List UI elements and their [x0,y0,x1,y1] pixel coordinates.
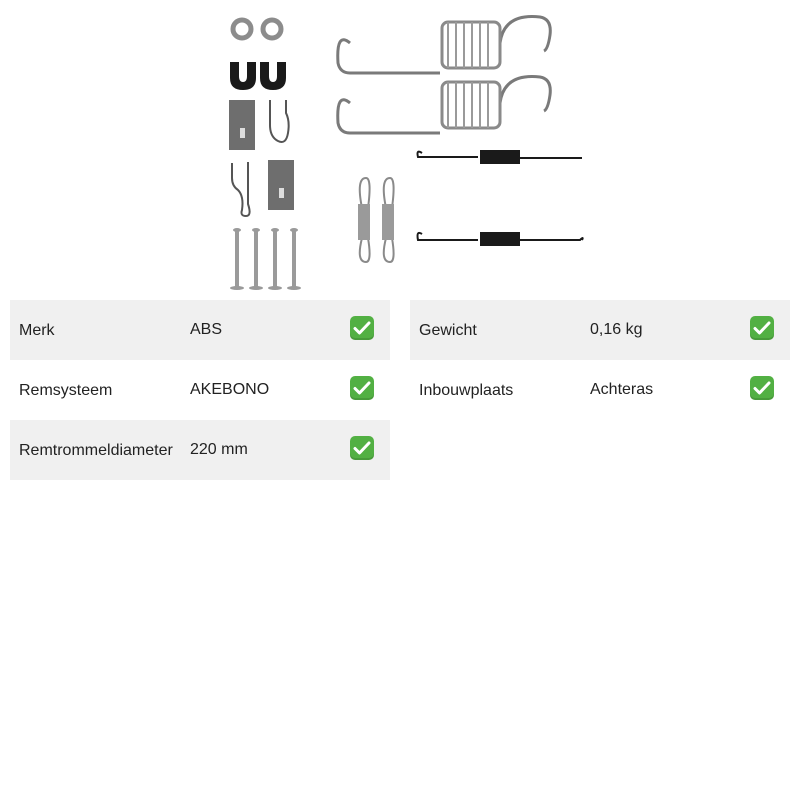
product-image [220,8,600,296]
spec-table-right: Gewicht 0,16 kg Inbouwplaats Achteras [410,300,790,420]
spec-label: Merk [19,322,55,339]
spec-row-gewicht: Gewicht 0,16 kg [410,300,790,360]
spec-value: 220 mm [190,441,248,458]
check-mark-icon [750,376,774,400]
spec-row-remtrommeldiameter: Remtrommeldiameter 220 mm [10,420,390,480]
check-mark-icon [350,436,374,460]
spec-label: Gewicht [419,322,477,339]
spec-row-merk: Merk ABS [10,300,390,360]
spec-table-left: Merk ABS Remsysteem AKEBONO Remtrommeldi… [10,300,390,480]
spec-label: Inbouwplaats [419,382,514,399]
spec-label: Remtrommeldiameter [19,442,173,459]
spec-row-inbouwplaats: Inbouwplaats Achteras [410,360,790,420]
spec-value: Achteras [590,381,654,398]
spec-value: AKEBONO [190,381,270,398]
spec-value: ABS [190,321,223,338]
spec-label: Remsysteem [19,382,113,399]
spec-value: 0,16 kg [590,321,643,338]
check-mark-icon [350,376,374,400]
check-mark-icon [750,316,774,340]
check-mark-icon [350,316,374,340]
spec-row-remsysteem: Remsysteem AKEBONO [10,360,390,420]
